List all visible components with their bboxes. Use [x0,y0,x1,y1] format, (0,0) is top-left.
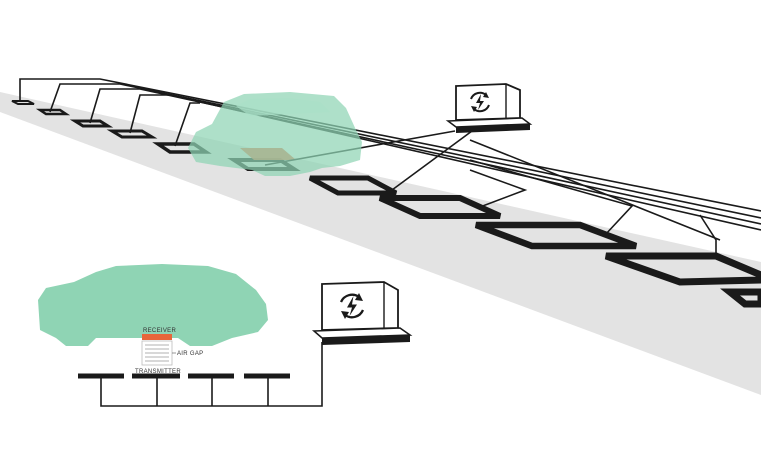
air-gap-label: AIR GAP [177,351,203,357]
road-vehicle-window [236,98,330,116]
road-pad [69,119,114,128]
road-pad [378,195,502,219]
detail-charger-station [311,281,413,345]
road-pad [474,221,638,250]
lightning-refresh-icon [339,293,365,319]
road-pad [308,175,398,196]
road-pad [604,252,761,286]
transmitter-label: TRANSMITTER [135,369,181,375]
receiver-plate [142,334,172,340]
transmitter-network [78,342,323,407]
receiver-label: RECEIVER [143,328,176,334]
road-surface [0,92,761,395]
road-pad [11,100,35,105]
lightning-refresh-icon [470,91,490,113]
road-vehicle-silhouette [188,92,362,176]
detail-vehicle-silhouette [38,264,268,346]
road-pad [35,108,71,116]
road-pad [720,288,761,308]
coupling-stack: RECEIVER AIR GAP TRANSMITTER [135,328,203,375]
road-charger-station [445,83,533,133]
road-pad [106,129,158,139]
